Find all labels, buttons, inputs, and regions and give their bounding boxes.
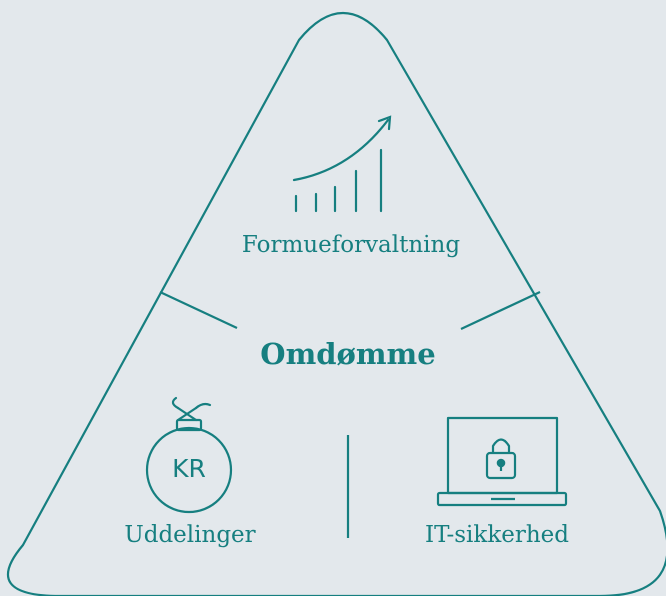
triangle-outline bbox=[6, 11, 666, 596]
divider-left bbox=[159, 291, 238, 329]
segment-label-uddelinger: Uddelinger bbox=[124, 522, 256, 548]
segment-label-formueforvaltning: Formueforvaltning bbox=[241, 232, 461, 258]
divider-right bbox=[460, 291, 541, 330]
money-bag-icon-text: KR bbox=[172, 454, 206, 483]
money-bag-icon bbox=[145, 396, 233, 514]
growth-chart-icon bbox=[292, 115, 392, 213]
segment-label-it-sikkerhed: IT-sikkerhed bbox=[424, 522, 570, 548]
center-label: Omdømme bbox=[260, 337, 436, 371]
locked-laptop-icon bbox=[436, 416, 568, 507]
